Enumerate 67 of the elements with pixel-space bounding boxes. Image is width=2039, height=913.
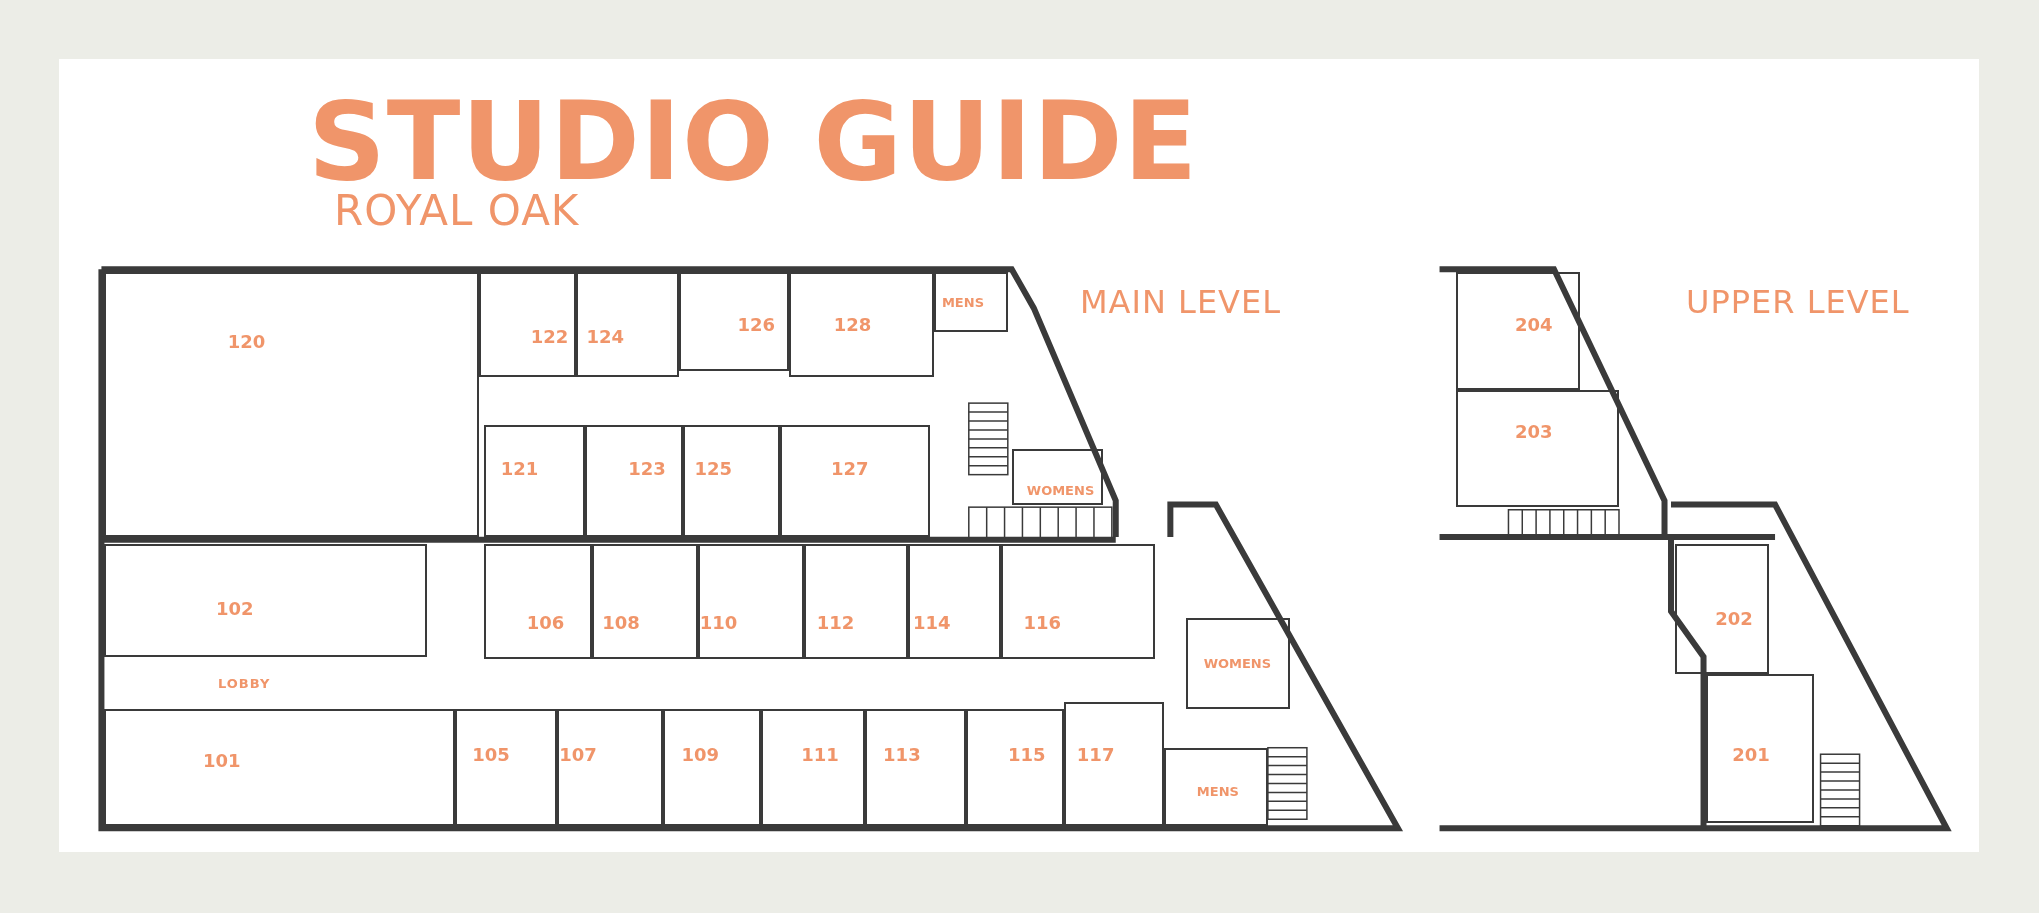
room-outline [1011, 448, 1103, 505]
room-outline [585, 425, 683, 538]
room-outline [1456, 390, 1619, 508]
room-outline [698, 543, 804, 660]
room-outline [104, 543, 427, 657]
room-number: 101 [203, 749, 241, 771]
restroom-label: MENS [1196, 783, 1239, 799]
room-number: 105 [472, 743, 510, 765]
room-outline [556, 708, 664, 826]
room-number: 120 [227, 330, 266, 352]
room-outline [455, 708, 557, 826]
room-number: 102 [216, 597, 254, 619]
room-outline [576, 271, 679, 378]
room-outline [483, 543, 592, 660]
room-outline [678, 271, 790, 371]
room-number: 124 [586, 325, 625, 347]
room-number: 125 [694, 457, 733, 478]
room-number: 203 [1515, 420, 1553, 442]
room-outline [760, 708, 865, 826]
restroom-label: WOMENS [1203, 655, 1272, 671]
room-number: 110 [699, 611, 738, 633]
room-outline [682, 425, 781, 538]
room-outline [1456, 271, 1580, 391]
room-outline [663, 708, 761, 826]
room-number: 204 [1515, 314, 1553, 335]
level-heading: MAIN LEVEL [1080, 286, 1282, 318]
room-outline [483, 425, 586, 538]
room-number: 113 [883, 743, 921, 765]
restroom-label: WOMENS [1026, 482, 1095, 498]
room-outline [1674, 543, 1769, 674]
room-number: 112 [816, 611, 855, 633]
room-number: 127 [831, 457, 869, 478]
room-number: 201 [1732, 743, 1770, 765]
room-number: 121 [500, 457, 539, 478]
room-outline [966, 708, 1064, 826]
area-label: LOBBY [218, 677, 271, 690]
level-heading: UPPER LEVEL [1686, 286, 1910, 318]
room-number: 126 [737, 314, 775, 335]
room-number: 128 [833, 314, 872, 335]
room-outline [1185, 617, 1290, 709]
room-outline [1001, 543, 1155, 660]
room-outline [104, 271, 479, 538]
room-outline [1163, 747, 1268, 826]
room-outline [591, 543, 699, 660]
room-number: 116 [1023, 611, 1062, 633]
room-number: 106 [526, 611, 565, 633]
room-outline [864, 708, 967, 826]
room-outline [1063, 702, 1164, 826]
room-outline [104, 708, 456, 826]
room-outline [933, 271, 1008, 332]
room-outline [789, 271, 934, 378]
room-number: 114 [913, 611, 951, 633]
room-number: 111 [801, 743, 839, 765]
room-outline [780, 425, 930, 538]
room-number: 108 [602, 611, 640, 633]
room-number: 202 [1715, 607, 1753, 629]
room-outline [478, 271, 577, 378]
room-number: 107 [559, 743, 597, 765]
room-number: 123 [628, 457, 666, 478]
room-number: 109 [681, 743, 720, 765]
room-outline [1706, 673, 1815, 824]
room-number: 117 [1076, 743, 1115, 765]
room-outline [907, 543, 1002, 660]
room-outline [803, 543, 908, 660]
room-number: 115 [1007, 743, 1046, 765]
room-number: 122 [530, 325, 569, 347]
restroom-label: MENS [941, 294, 984, 310]
